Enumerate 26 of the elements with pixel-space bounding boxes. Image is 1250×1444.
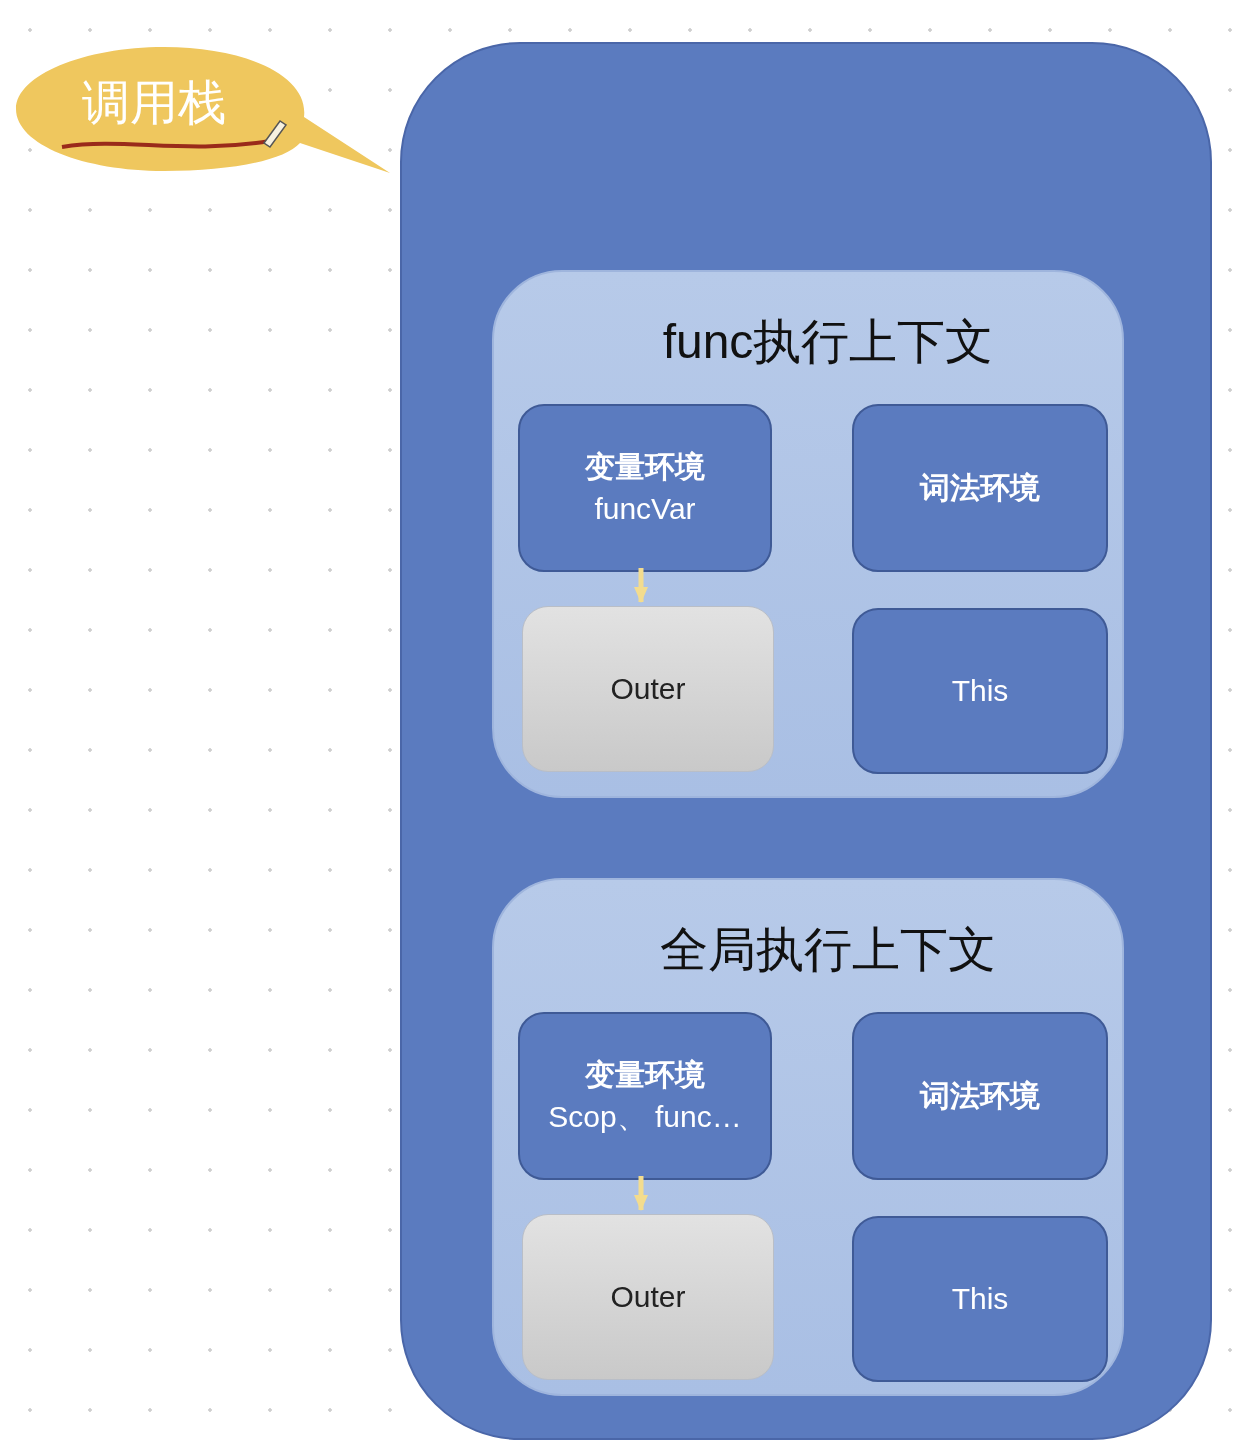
context-title: func执行上下文	[662, 314, 994, 370]
box-label: 变量环境	[584, 1057, 706, 1093]
box-label: Outer	[609, 1279, 687, 1315]
outer-box	[522, 1214, 774, 1380]
execution-context-panel	[492, 270, 1124, 798]
environment-box	[518, 1012, 772, 1180]
call-stack-panel	[400, 42, 1212, 1440]
execution-context-panel	[492, 878, 1124, 1396]
environment-box	[852, 404, 1108, 572]
context-title: 全局执行上下文	[660, 922, 996, 978]
environment-box	[852, 1216, 1108, 1382]
environment-box	[852, 608, 1108, 774]
environment-box	[852, 1012, 1108, 1180]
outer-box	[522, 606, 774, 772]
box-label: This	[950, 1281, 1010, 1317]
environment-box	[518, 404, 772, 572]
box-label: funcVar	[593, 491, 697, 527]
arrow	[634, 568, 648, 603]
box-label: This	[950, 673, 1010, 709]
bubble-label: 调用栈	[82, 75, 226, 131]
box-label: 变量环境	[584, 449, 706, 485]
box-label: 词法环境	[918, 1078, 1041, 1114]
box-label: Scop、 func…	[547, 1099, 743, 1135]
box-label: Outer	[609, 671, 687, 707]
box-label: 词法环境	[918, 470, 1041, 506]
arrow	[634, 1176, 648, 1211]
